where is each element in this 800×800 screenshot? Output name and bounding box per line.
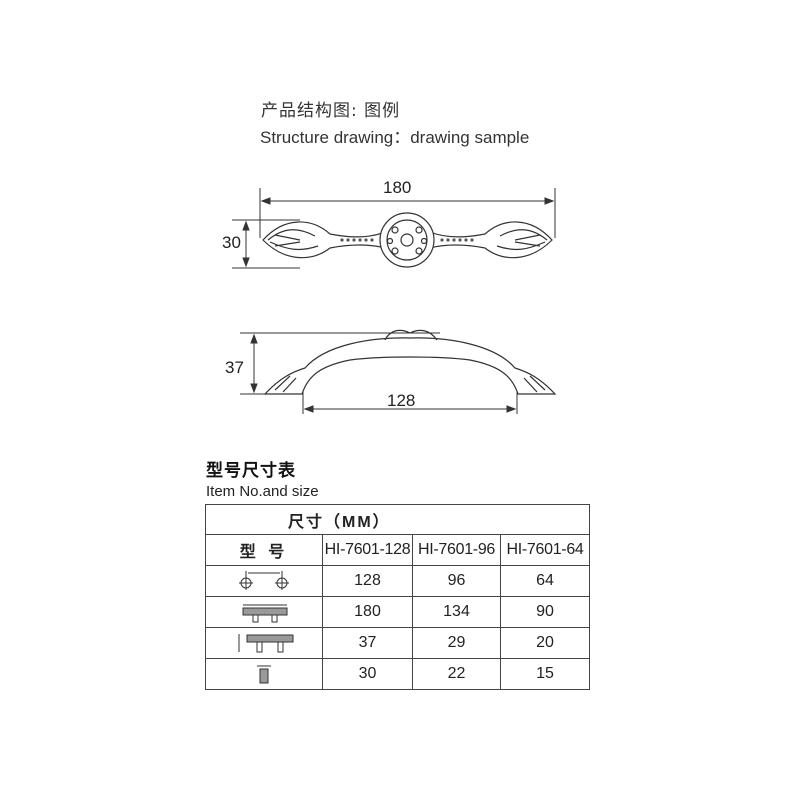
width-dimension-label: 30	[222, 233, 241, 252]
table-cell: 20	[499, 627, 591, 659]
table-header-row: 尺寸（MM）	[204, 504, 591, 535]
table-row: 30 22 15	[205, 658, 591, 690]
table-row: 128 96 64	[205, 565, 591, 597]
table-cell: 15	[499, 658, 591, 690]
table-cell: 128	[322, 565, 413, 597]
structure-drawing	[232, 188, 557, 414]
dimension-header: 尺寸（MM）	[204, 504, 591, 535]
width-icon	[257, 665, 271, 684]
height-dimension-label: 37	[225, 358, 244, 377]
table-cell: 96	[412, 565, 501, 597]
table-cell: 22	[412, 658, 501, 690]
structure-title-cn: 产品结构图: 图例	[261, 101, 401, 121]
table-row: 37 29 20	[205, 627, 591, 659]
table-cell: 134	[412, 596, 501, 628]
table-cell: 37	[322, 627, 413, 659]
model-code: HI-7601-96	[412, 534, 501, 566]
table-cell: 180	[322, 596, 413, 628]
table-cell: 64	[499, 565, 591, 597]
handle-side-view	[263, 329, 557, 395]
hole-spacing-icon	[239, 571, 289, 590]
table-cell: 30	[322, 658, 413, 690]
size-table: 尺寸（MM） 型 号 HI-7601-128 HI-7601-96 HI-760…	[204, 504, 591, 690]
model-code: HI-7601-64	[499, 534, 591, 566]
table-row: 180 134 90	[205, 596, 591, 628]
model-code: HI-7601-128	[322, 534, 413, 566]
handle-top-view	[262, 212, 553, 268]
table-cell: 29	[412, 627, 501, 659]
hole-spacing-dimension-label: 128	[387, 391, 416, 410]
table-cell: 90	[499, 596, 591, 628]
structure-title-en: Structure drawing：drawing sample	[260, 128, 530, 147]
size-table-title-cn: 型号尺寸表	[206, 461, 296, 481]
length-icon	[242, 604, 288, 623]
length-dimension-label: 180	[383, 178, 412, 197]
size-table-title-en: Item No.and size	[206, 483, 319, 500]
height-icon	[238, 634, 294, 653]
model-header: 型 号	[205, 534, 323, 566]
table-row: 型 号 HI-7601-128 HI-7601-96 HI-7601-64	[205, 534, 591, 566]
